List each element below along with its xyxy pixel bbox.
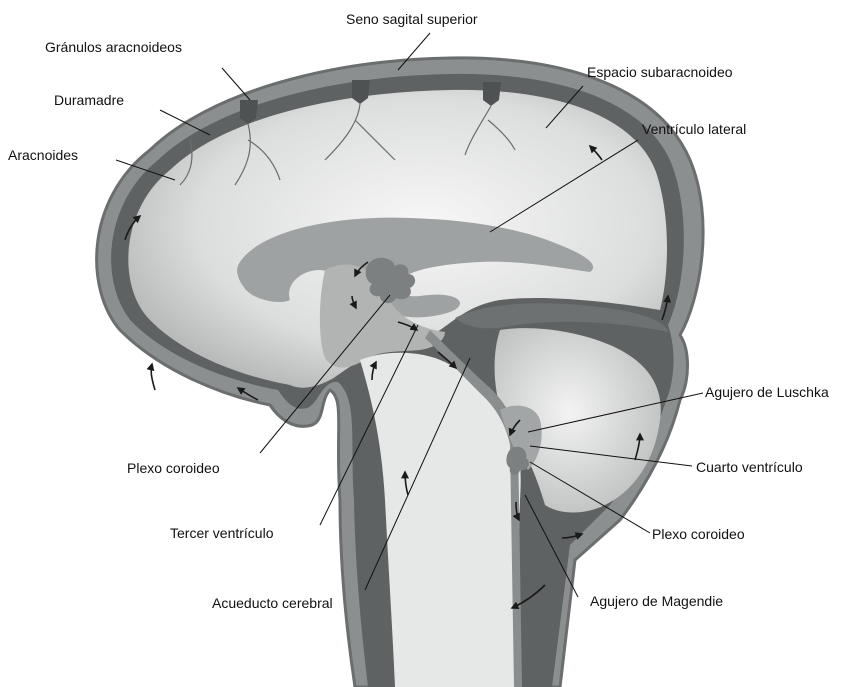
label-seno-sagital: Seno sagital superior <box>346 11 478 27</box>
label-acueducto: Acueducto cerebral <box>212 595 333 611</box>
label-luschka: Agujero de Luschka <box>705 384 829 400</box>
label-espacio-sub: Espacio subaracnoideo <box>587 64 733 80</box>
label-aracnoides: Aracnoides <box>8 147 78 163</box>
label-tercer: Tercer ventrículo <box>170 525 274 541</box>
label-plexo-sup: Plexo coroideo <box>127 460 220 476</box>
leader-granulos <box>222 68 250 100</box>
label-duramadre: Duramadre <box>54 92 124 108</box>
label-cuarto: Cuarto ventrículo <box>696 459 803 475</box>
label-plexo-inf: Plexo coroideo <box>652 526 745 542</box>
label-ventriculo-lat: Ventrículo lateral <box>642 121 746 137</box>
label-magendie: Agujero de Magendie <box>590 593 723 609</box>
label-granulos: Gránulos aracnoideos <box>45 39 182 55</box>
